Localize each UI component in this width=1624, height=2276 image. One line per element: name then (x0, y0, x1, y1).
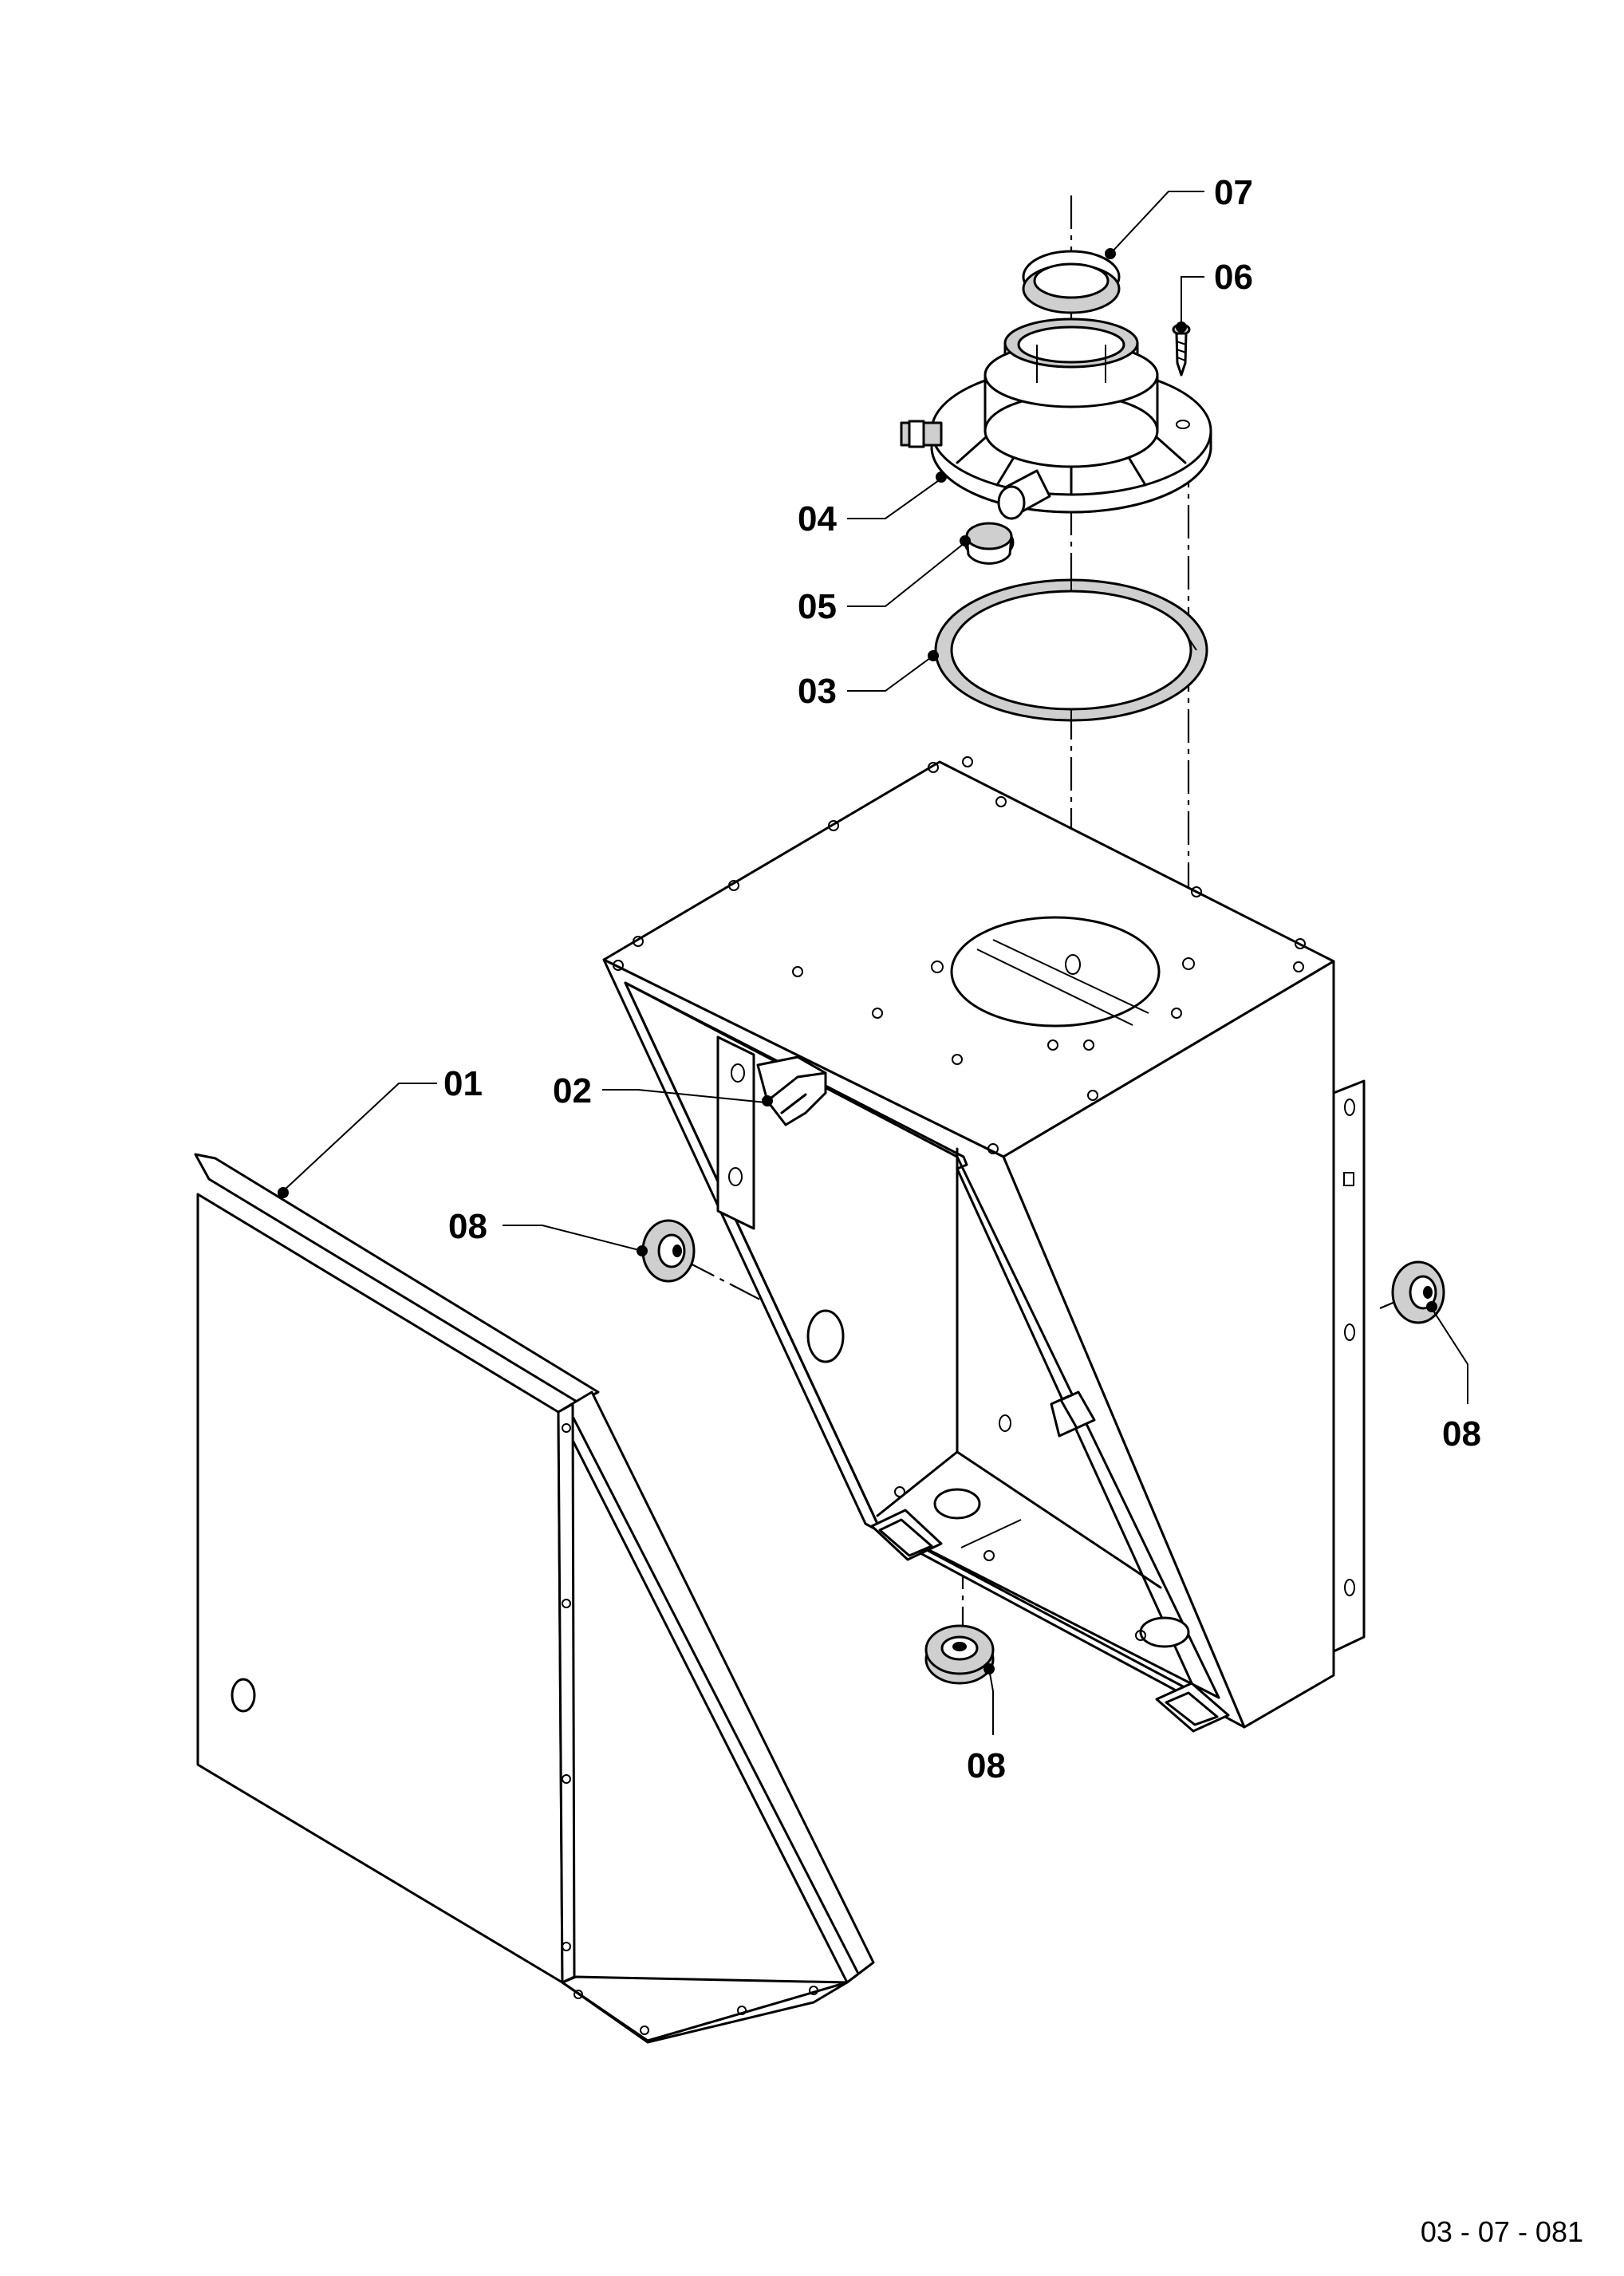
drawing-number: 03 - 07 - 081 (1421, 2215, 1583, 2248)
part-04-flue-adaptor (900, 318, 1212, 520)
callout-03: 03 (798, 672, 837, 711)
callout-07: 07 (1214, 173, 1253, 212)
part-08-grommet-bottom (924, 1624, 995, 1685)
casing-screw-holes (613, 756, 1306, 1154)
callout-04: 04 (798, 499, 837, 538)
part-08-grommet-left (641, 1219, 696, 1283)
part-01-front-cover (194, 1153, 875, 2044)
callout-08-left: 08 (448, 1207, 487, 1246)
main-casing (602, 756, 1335, 1733)
callout-06: 06 (1214, 258, 1253, 297)
leader-lines (278, 191, 1468, 1735)
part-03-gasket (934, 578, 1208, 722)
callout-01: 01 (443, 1064, 483, 1103)
part-07-sealing-ring (1022, 250, 1121, 314)
callout-08-bottom: 08 (967, 1746, 1006, 1785)
callout-02: 02 (553, 1071, 592, 1110)
part-05-cap (964, 522, 1015, 565)
callout-08-right: 08 (1442, 1414, 1481, 1454)
part-08-grommet-right (1391, 1260, 1445, 1324)
callout-05: 05 (798, 587, 837, 626)
side-mounting-strip (1332, 1079, 1366, 1653)
